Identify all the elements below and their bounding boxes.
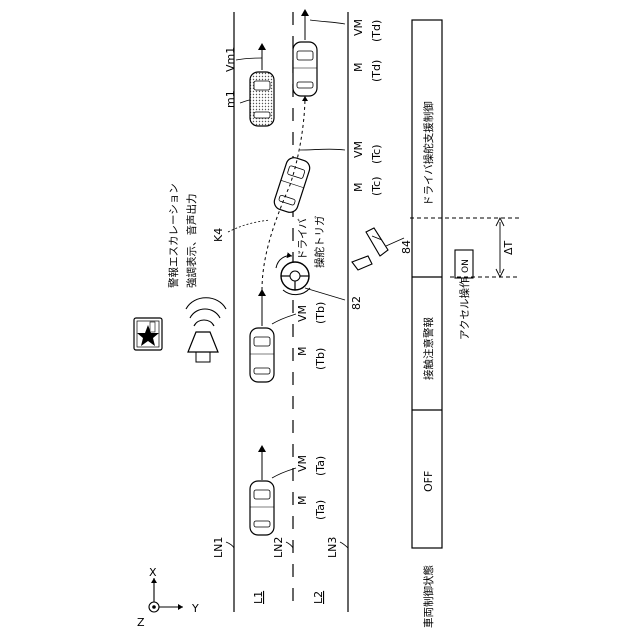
host-label-td: M xyxy=(352,63,365,73)
speed-label-td: VM xyxy=(352,19,365,36)
host-vehicle-tc xyxy=(272,156,312,215)
accel-operation-label: アクセル操作 xyxy=(458,277,471,340)
host-time-tc: (Tc) xyxy=(370,177,383,196)
accelerator-pedal-icon xyxy=(352,228,404,270)
control-state-contact-warning: 接触注意警報 xyxy=(422,317,435,380)
pedal-ref: 84 xyxy=(400,240,413,254)
warning-display-icon xyxy=(134,318,162,350)
other-vehicle-label: m1 xyxy=(224,90,237,108)
axis-label-z: Z xyxy=(137,616,145,629)
coordinate-axes-icon xyxy=(149,578,183,612)
host-label-ta: M xyxy=(296,496,309,506)
speaker-icon xyxy=(186,298,226,362)
lane-line-label-ln2: LN2 xyxy=(272,537,285,558)
other-vehicle-speed: Vm1 xyxy=(224,47,237,72)
other-vehicle-m1 xyxy=(250,44,274,126)
speed-label-ta: VM xyxy=(296,455,309,472)
driver-steering-line1: ドライバ xyxy=(297,218,309,260)
speed-label-tb: VM xyxy=(296,305,309,322)
control-state-off: OFF xyxy=(422,471,435,492)
warning-escalation-line1: 警報エスカレーション xyxy=(167,183,180,288)
lane-line-label-ln3: LN3 xyxy=(326,537,339,558)
host-label-tb: M xyxy=(296,347,309,357)
speed-label-tc: VM xyxy=(352,141,365,158)
warning-escalation-line2: 強調表示、音声出力 xyxy=(185,194,198,289)
delta-t-label: ΔT xyxy=(502,240,515,255)
host-vehicle-tb xyxy=(250,290,274,382)
trajectory-label-k4: K4 xyxy=(212,228,225,242)
host-vehicle-td xyxy=(293,10,317,96)
host-time-ta: (Ta) xyxy=(314,500,327,520)
host-label-tc: M xyxy=(352,183,365,193)
speed-time-ta: (Ta) xyxy=(314,456,327,476)
steering-wheel-icon xyxy=(276,256,345,300)
host-time-td: (Td) xyxy=(370,60,383,82)
lane-line-label-ln1: LN1 xyxy=(212,537,225,558)
control-state-steering-assist: ドライバ操舵支援制御 xyxy=(422,101,435,206)
host-time-tb: (Tb) xyxy=(314,348,327,370)
speed-time-tb: (Tb) xyxy=(314,302,327,324)
host-vehicle-ta xyxy=(250,446,274,535)
axis-label-x: X xyxy=(149,566,157,579)
speed-time-tc: (Tc) xyxy=(370,145,383,164)
axis-label-y: Y xyxy=(191,602,199,615)
control-state-bar xyxy=(412,20,442,548)
lane-label-l1: L1 xyxy=(252,591,265,604)
lane-label-l2: L2 xyxy=(312,591,325,604)
driver-steering-line2: 操舵トリガ xyxy=(313,216,326,269)
speed-time-td: (Td) xyxy=(370,20,383,42)
control-state-title: 車両制御状態 xyxy=(422,565,435,628)
on-state-label: ON xyxy=(461,259,471,273)
steering-wheel-ref: 82 xyxy=(350,296,363,310)
